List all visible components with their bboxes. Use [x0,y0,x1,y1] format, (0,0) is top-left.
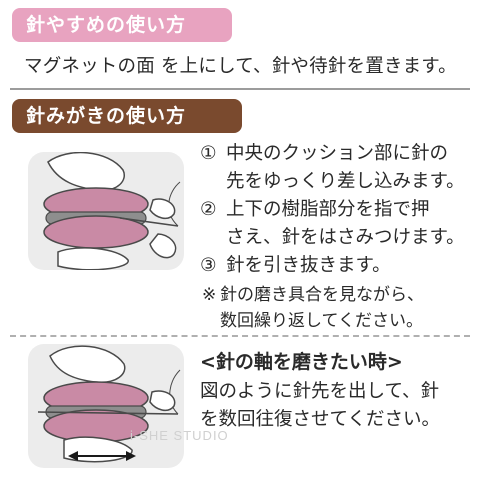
step-2: ② 上下の樹脂部分を指で押 さえ、針をはさみつけます。 [200,196,472,252]
step-text: さえ、針をはさみつけます。 [226,227,465,248]
step-1: ① 中央のクッション部に針の 先をゆっくり差し込みます。 [200,140,472,196]
step-text: 中央のクッション部に針の [226,143,449,164]
note-mark: ※ [202,285,217,305]
watermark: i-SHE STUDIO [130,428,229,443]
step-3: ③ 針を引き抜きます。 [200,252,472,280]
shaft-polish-instruction: 図のように針先を出して、針 を数回往復させてください。 [200,378,470,434]
step-number: ① [200,143,217,164]
instruction-line: 図のように針先を出して、針 [200,381,440,402]
illustration-polish-shaft [28,344,184,468]
step-text: 針を引き抜きます。 [226,255,391,276]
section-divider-dashed [10,335,470,337]
note-text: 針の磨き具合を見ながら、 [220,285,424,305]
instruction-line: を数回往復させてください。 [200,409,440,430]
needle-rest-instruction: マグネットの面 を上にして、針や待針を置きます。 [24,56,457,77]
section-heading-needle-rest: 針やすめの使い方 [12,8,232,42]
section-heading-needle-polish: 針みがきの使い方 [12,99,242,133]
step-number: ③ [200,255,217,276]
step-text: 先をゆっくり差し込みます。 [226,171,465,192]
note-text: 数回繰り返してください。 [220,311,423,331]
polish-note: ※針の磨き具合を見ながら、 数回繰り返してください。 [202,282,472,334]
polish-steps: ① 中央のクッション部に針の 先をゆっくり差し込みます。 ② 上下の樹脂部分を指… [200,140,472,280]
section-divider [10,88,470,90]
step-text: 上下の樹脂部分を指で押 [226,199,430,220]
shaft-polish-heading: <針の軸を磨きたい時> [200,351,403,373]
illustration-insert-needle [28,152,184,270]
step-number: ② [200,199,217,220]
